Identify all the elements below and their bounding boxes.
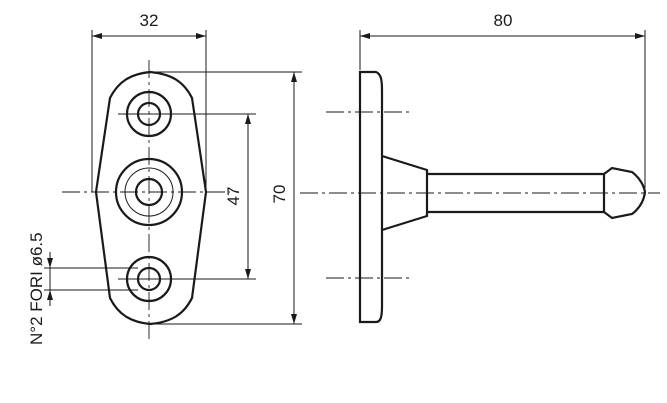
dimension-80-label: 80 (494, 11, 513, 30)
hole-note: N°2 FORI ø6.5 (27, 232, 138, 345)
dimension-32: 32 (91, 11, 207, 192)
dimension-47: 47 (162, 113, 256, 280)
side-shaft (427, 172, 604, 214)
side-flange (358, 70, 384, 324)
dimension-32-label: 32 (140, 11, 159, 30)
plate-outline (94, 70, 208, 326)
dimension-80: 80 (359, 11, 646, 188)
dimension-70-label: 70 (270, 185, 289, 204)
front-view (62, 60, 230, 340)
dimension-70: 70 (152, 71, 302, 325)
hole-note-label: N°2 FORI ø6.5 (27, 232, 46, 345)
side-knob (602, 166, 647, 220)
side-view (300, 70, 660, 324)
dimension-47-label: 47 (224, 187, 243, 206)
